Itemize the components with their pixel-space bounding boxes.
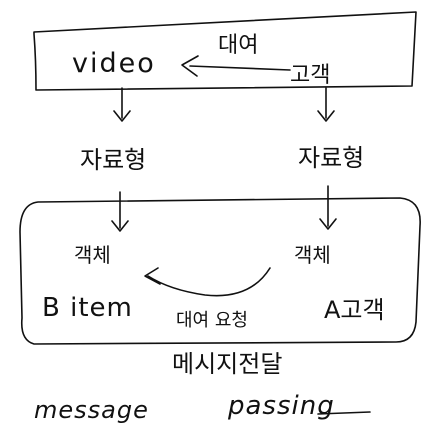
rent-label: 대여 [218,33,258,58]
left-down-arrow-2-head [111,220,129,232]
passing-word: passing [227,391,335,421]
top-box [33,11,417,91]
message-curve [147,267,271,297]
center-request-label: 대여 요청 [176,310,248,331]
passing-underline [317,411,371,415]
right-object-label: 객체 [294,243,331,267]
rent-arrow-line [189,65,291,71]
message-curve-head [144,267,161,285]
bottom-box [19,197,421,345]
video-label: video [72,48,156,79]
b-item-label: B item [42,293,133,323]
right-down-arrow-1-head [317,110,335,122]
customer-label: 고객 [290,63,330,88]
rent-arrow-head [181,55,199,77]
right-type-label: 자료형 [298,144,364,172]
left-object-label: 객체 [74,243,111,267]
message-word: message [34,396,149,424]
left-type-label: 자료형 [80,146,146,174]
right-down-arrow-2-head [319,218,337,230]
message-passing-korean: 메시지전달 [172,350,282,378]
a-customer-label: A고객 [324,296,385,324]
left-down-arrow-1-head [113,110,131,122]
